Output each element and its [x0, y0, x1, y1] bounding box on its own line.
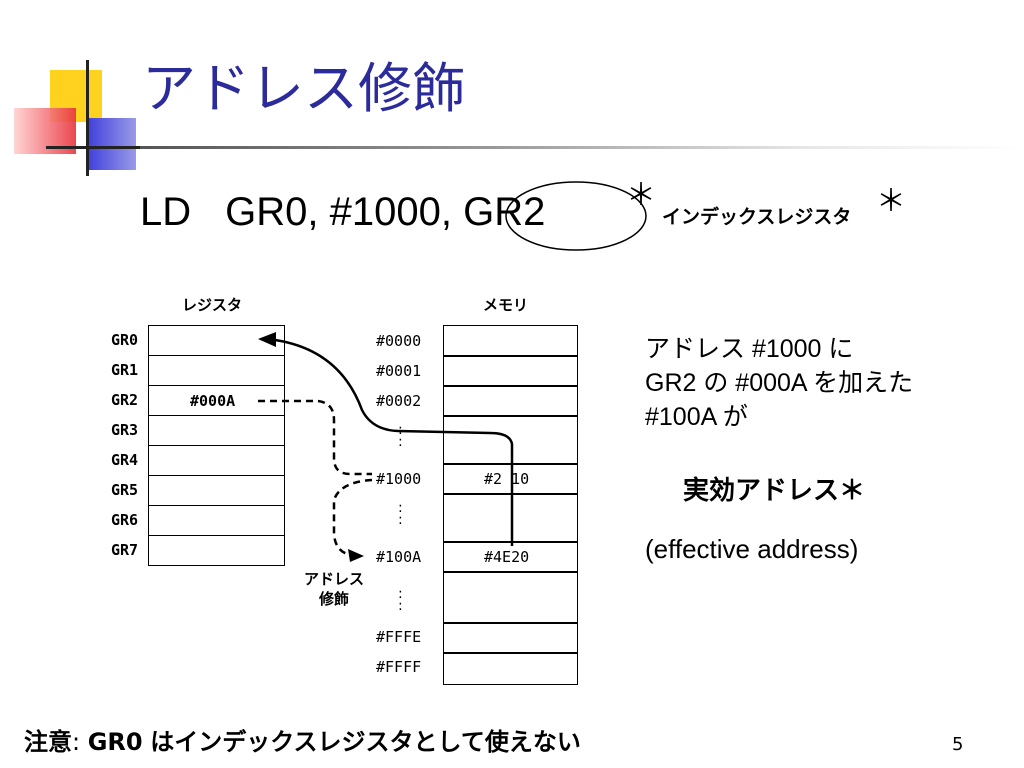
register-label-gr5: GR5	[111, 481, 139, 499]
memory-divider	[443, 415, 578, 417]
note-register: GR0	[87, 728, 143, 756]
register-cell-gr0	[148, 325, 285, 356]
register-label-gr6: GR6	[111, 511, 139, 529]
memory-value-1000: #2 10	[484, 470, 530, 488]
memory-address-100a: #100A	[376, 548, 422, 566]
effective-address-ja: 実効アドレス＊	[683, 476, 866, 506]
note-colon: :	[72, 728, 81, 756]
explanation-text: アドレス #1000 に GR2 の #000A を加えた #100A が	[645, 332, 913, 434]
register-label-gr0: GR0	[111, 331, 139, 349]
memory-divider	[443, 493, 578, 495]
ellipsis-dots: ::	[398, 586, 403, 614]
register-cell-gr6	[148, 505, 285, 536]
memory-address-fffe: #FFFE	[376, 628, 422, 646]
register-label-gr3: GR3	[111, 421, 139, 439]
memory-address-0000: #0000	[376, 332, 422, 350]
memory-header: メモリ	[483, 296, 529, 314]
operand-index-register: GR2	[463, 190, 546, 234]
memory-value-100a: #4E20	[484, 548, 530, 566]
opcode: LD	[140, 190, 192, 234]
memory-divider	[443, 463, 578, 465]
operand-gr0: GR0,	[225, 190, 319, 234]
register-cell-gr5	[148, 475, 285, 506]
ellipsis-dots: ::	[398, 500, 403, 528]
page-number: 5	[952, 734, 964, 755]
register-header: レジスタ	[182, 296, 243, 314]
register-cell-gr4	[148, 445, 285, 476]
memory-divider	[443, 622, 578, 624]
address-modification-label: アドレス 修飾	[304, 570, 365, 608]
dashed-arrow-gr2-to-1000	[258, 399, 372, 476]
note-line: 注意: GR0 はインデックスレジスタとして使えない	[24, 722, 581, 757]
register-cell-gr1	[148, 355, 285, 386]
memory-address-1000: #1000	[376, 470, 422, 488]
register-label-gr4: GR4	[111, 451, 139, 469]
memory-divider	[443, 571, 578, 573]
register-label-gr1: GR1	[111, 361, 139, 379]
solid-arrow-4e20-to-gr0	[274, 338, 514, 546]
note-label: 注意	[24, 728, 72, 756]
title-underline	[140, 146, 1024, 149]
explanation-line: GR2 の #000A を加えた	[645, 369, 914, 397]
page-title: アドレス修飾	[142, 57, 466, 120]
decorative-vertical-line	[86, 60, 89, 176]
memory-divider	[443, 355, 578, 357]
arrowhead-icon	[258, 332, 276, 347]
memory-divider	[443, 385, 578, 387]
asterisk-mark: ＊	[626, 178, 656, 213]
effective-address-en: (effective address)	[645, 534, 859, 564]
memory-divider	[443, 652, 578, 654]
decorative-horizontal-line	[46, 146, 156, 149]
note-text: はインデックスレジスタとして使えない	[150, 728, 581, 756]
asterisk-mark: ＊	[876, 184, 906, 219]
gr2-value: #000A	[190, 392, 236, 410]
gr2-highlight-ellipse	[505, 181, 647, 251]
memory-divider	[443, 541, 578, 543]
explanation-line: #100A が	[645, 403, 748, 431]
instruction-line: LD GR0, #1000, GR2	[140, 192, 545, 232]
register-label-gr2: GR2	[111, 391, 139, 409]
decorative-blue-square	[86, 118, 136, 170]
memory-address-0002: #0002	[376, 392, 422, 410]
memory-address-ffff: #FFFF	[376, 658, 422, 676]
operand-address: #1000,	[329, 190, 452, 234]
register-label-gr7: GR7	[111, 541, 139, 559]
dashed-arrow-1000-to-100a	[332, 478, 373, 557]
arrowhead-icon	[348, 549, 364, 562]
register-cell-gr7	[148, 535, 285, 566]
index-register-label: インデックスレジスタ	[662, 206, 852, 228]
register-cell-gr3	[148, 415, 285, 446]
memory-address-0001: #0001	[376, 362, 422, 380]
explanation-line: アドレス #1000 に	[645, 335, 854, 363]
